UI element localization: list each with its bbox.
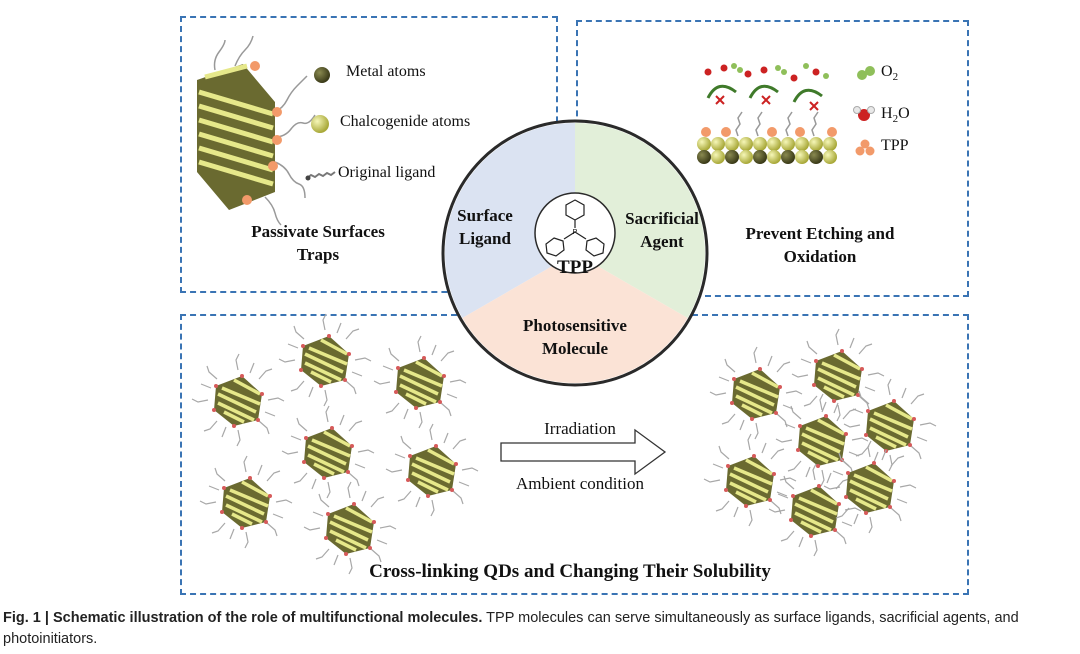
arrow-label-irradiation: Irradiation <box>544 419 616 438</box>
wheel-sector-photosensitive <box>462 253 688 384</box>
arrow-label-ambient: Ambient condition <box>516 474 644 493</box>
panel-title-passivate-line2: Traps <box>296 245 340 264</box>
wheel-center-disc <box>534 192 616 274</box>
crosslinked-qds-illustration <box>702 327 938 558</box>
tpp-structure-icon <box>545 199 605 257</box>
metal-atom-icon <box>314 67 330 83</box>
panel-title-passivate-line1: Passivate Surfaces <box>251 222 385 241</box>
wheel-label-agent: Agent <box>640 232 684 251</box>
panel-title-prevent-line1: Prevent Etching and <box>745 224 895 243</box>
wheel-label-ligand: Ligand <box>459 229 511 248</box>
tpp-phosphorus-atom: P <box>573 229 578 236</box>
role-wheel: P <box>441 119 709 387</box>
oxygen-molecule-icon <box>857 66 875 80</box>
water-molecule-icon <box>853 106 875 121</box>
wheel-center-label-tpp: TPP <box>557 257 593 278</box>
wheel-label-photosensitive: Photosensitive <box>523 316 627 335</box>
nanocrystal-cube-illustration <box>197 35 316 226</box>
surface-etching-illustration <box>697 63 837 164</box>
legend-tpp: TPP <box>881 137 909 154</box>
legend-original-ligand: Original ligand <box>338 164 436 181</box>
caption-label: Fig. 1 | Schematic illustration of the r… <box>3 610 483 626</box>
wheel-sector-surface-ligand <box>444 123 575 318</box>
wheel-label-sacrificial: Sacrificial <box>625 209 699 228</box>
reaction-arrow <box>500 428 667 476</box>
panel-title-cross-linking: Cross-linking QDs and Changing Their Sol… <box>369 561 771 582</box>
tpp-molecule-icon <box>855 139 875 156</box>
legend-metal-atoms: Metal atoms <box>346 63 426 80</box>
figure-caption: Fig. 1 | Schematic illustration of the r… <box>3 608 1077 650</box>
legend-o2: O2 <box>881 63 899 84</box>
wheel-label-molecule: Molecule <box>541 339 609 358</box>
wheel-sector-sacrificial-agent <box>575 123 706 318</box>
wheel-label-surface: Surface <box>457 206 513 225</box>
legend-chalcogenide-atoms: Chalcogenide atoms <box>340 113 471 130</box>
legend-h2o: H2O <box>881 105 910 126</box>
panel-title-prevent-line2: Oxidation <box>783 247 857 266</box>
chalcogenide-atom-icon <box>311 115 329 133</box>
caption-text: TPP molecules can serve simultaneously a… <box>3 610 1019 647</box>
ligand-icon <box>305 171 336 181</box>
